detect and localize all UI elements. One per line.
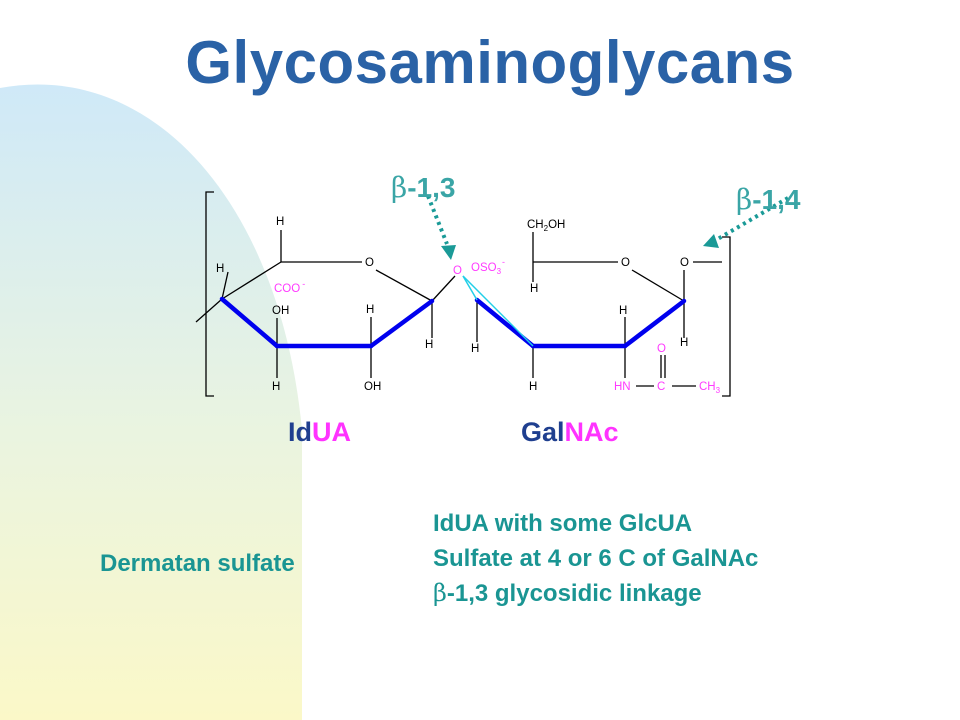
unit-label-iduA: IdUA [288,417,351,447]
ring2-methyl: CH3 [699,381,721,395]
description-line-1: IdUA with some GlcUA [433,510,693,537]
right-bracket [722,236,731,397]
description-line-3: β-1,3 glycosidic linkage [433,579,702,607]
arrow-head-left [441,245,456,260]
ring2-sulfate: OSO3- [471,257,505,276]
beta-1-4-text: -1,4 [752,184,801,215]
compound-name: Dermatan sulfate [100,550,295,577]
slide-title: Glycosaminoglycans [185,29,795,96]
ring1-h-bottom: H [272,381,280,393]
ring1-h-top: H [276,216,284,228]
ring1-ring-oxygen: O [365,257,374,269]
ring2-h-c4b: H [471,343,479,355]
ring2-h-c3: H [619,305,627,317]
beta-1-3-text: -1,3 [407,172,456,203]
unit-label-galnac: GalNAc [521,417,619,447]
arrow-head-right [703,234,719,248]
beta-symbol: β [736,183,753,216]
ring2-h-c1: H [680,337,688,349]
ring2-ch2oh: CH2OH [527,219,565,233]
beta-symbol: β [433,579,447,607]
description-list: IdUA with some GlcUA Sulfate at 4 or 6 C… [433,506,758,611]
beta-symbol: β [391,171,408,204]
ring1-oh-bottom: OH [364,381,381,393]
beta-1-4-label: β-1,4 [736,183,800,216]
ring2-carbonyl-o: O [657,343,666,355]
ring1-h-mid: H [366,304,374,316]
ring2-o-right: O [680,257,689,269]
ring1-h-c1: H [425,339,433,351]
ring1-carboxylate: COO- [274,279,305,295]
beta-1-3-label: β-1,3 [391,171,455,204]
ring1-oh-mid: OH [272,305,289,317]
ring2-h-c4a: H [530,283,538,295]
left-bracket [205,191,214,397]
ring1-h-left: H [216,263,224,275]
description-line-2: Sulfate at 4 or 6 C of GalNAc [433,545,759,572]
ring2-acetyl-c: C [657,381,665,393]
ring2-ring-oxygen: O [621,257,630,269]
ring2-h-c2: H [529,381,537,393]
bridge-oxygen: O [453,265,462,277]
ring2-hn: HN [614,381,631,393]
